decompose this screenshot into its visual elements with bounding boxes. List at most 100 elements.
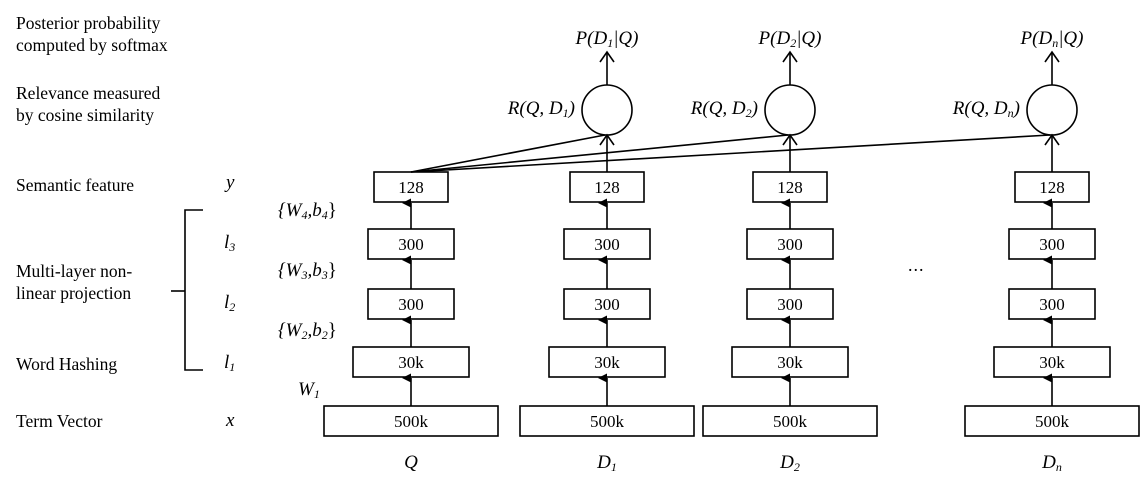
layer-box-300: 300 (746, 288, 834, 320)
layer-box-label: 300 (398, 235, 424, 254)
weight-w3-bsub: 3 (321, 268, 328, 282)
weight-w2-wsub: 2 (301, 328, 308, 342)
column-label-D2: D2 (760, 452, 820, 474)
layer-box-label: 128 (594, 178, 620, 197)
weight-w2-bsub: 2 (321, 328, 328, 342)
relevance-D1: R(Q, D1) (479, 98, 575, 120)
layer-box-128: 128 (1014, 171, 1090, 203)
posterior-pre: P(D (758, 28, 791, 49)
layer-box-rect (752, 171, 828, 203)
posterior-pre: P(D (575, 28, 608, 49)
symbol-l1: l1 (224, 352, 235, 374)
layer-box-label: 500k (590, 412, 625, 431)
column-label-sub: 1 (610, 460, 617, 474)
query-to-similarity-line (410, 134, 1051, 173)
column-label-base: D (780, 452, 794, 473)
layer-box-rect (1008, 228, 1096, 260)
posterior-Dn: P(Dn|Q) (1002, 28, 1102, 50)
relevance-pre: R(Q, D (690, 98, 746, 119)
layer-box-300: 300 (367, 228, 455, 260)
similarity-arrowhead (782, 133, 798, 146)
ellipsis: ... (908, 255, 925, 275)
layer-box-rect (519, 405, 695, 437)
posterior-post: |Q) (796, 28, 822, 49)
layer-box-label: 500k (1035, 412, 1070, 431)
relevance-pre: R(Q, D (507, 98, 563, 119)
weight-w2-b2: {W2,b2} (278, 320, 337, 342)
weight-w1-base: W (298, 379, 314, 400)
weight-w3-wsub: 3 (301, 268, 308, 282)
relevance-D2: R(Q, D2) (662, 98, 758, 120)
weight-w2-close: } (327, 320, 337, 341)
posterior-pre: P(D (1020, 28, 1053, 49)
word-hashing-label: Word Hashing (16, 354, 118, 374)
column-label-sub: n (1055, 460, 1062, 474)
relevance-post: ) (568, 98, 575, 119)
layer-box-rect (731, 346, 849, 378)
relevance-label-line2: by cosine similarity (16, 105, 155, 125)
relevance-sub: 2 (745, 106, 752, 120)
semantic-feature-label: Semantic feature (16, 175, 135, 195)
weight-w3-close: } (327, 260, 337, 281)
weight-w1: W1 (298, 379, 320, 401)
layer-box-label: 300 (1039, 235, 1065, 254)
cosine-similarity-node (764, 84, 816, 136)
layer-box-label: 128 (1039, 178, 1065, 197)
layer-box-128: 128 (569, 171, 645, 203)
column-label-sub: 2 (793, 460, 800, 474)
layer-box-label: 128 (777, 178, 803, 197)
layer-box-30k: 30k (731, 346, 849, 378)
layer-box-label: 500k (773, 412, 808, 431)
layer-box-30k: 30k (993, 346, 1111, 378)
layer-box-label: 300 (594, 295, 620, 314)
layer-box-rect (323, 405, 499, 437)
relevance-label: Relevance measured by cosine similarity (16, 82, 160, 126)
similarity-arrowhead (599, 133, 615, 146)
symbol-l3: l3 (224, 232, 235, 254)
layer-box-rect (702, 405, 878, 437)
layer-box-rect (1008, 288, 1096, 320)
weight-w3-mid: ,b (307, 260, 322, 281)
layer-box-rect (352, 346, 470, 378)
column-label-Q: Q (381, 452, 441, 474)
layer-box-rect (746, 228, 834, 260)
weight-w2-open: {W (278, 320, 302, 341)
layer-box-rect (367, 288, 455, 320)
relevance-label-line1: Relevance measured (16, 83, 161, 103)
layer-box-rect (373, 171, 449, 203)
similarity-arrowhead (1044, 133, 1060, 146)
column-D2: 128 300 300 30k 500k (410, 50, 878, 437)
weight-w1-sub: 1 (313, 387, 320, 401)
term-vector-label: Term Vector (16, 411, 103, 431)
layer-box-300: 300 (1008, 288, 1096, 320)
layer-box-label: 300 (398, 295, 424, 314)
softmax-arrowhead (1044, 50, 1060, 63)
symbol-l3-sub: 3 (229, 240, 236, 254)
layer-box-rect (548, 346, 666, 378)
weight-w4-close: } (327, 200, 337, 221)
softmax-arrowhead (599, 50, 615, 63)
relevance-sub: n (1007, 106, 1014, 120)
query-to-similarity-line (410, 134, 789, 173)
cosine-similarity-node (581, 84, 633, 136)
layer-box-30k: 30k (352, 346, 470, 378)
posterior-D1: P(D1|Q) (557, 28, 657, 50)
layer-box-30k: 30k (548, 346, 666, 378)
symbol-l1-sub: 1 (229, 360, 236, 374)
posterior-label-line2: computed by softmax (16, 35, 168, 55)
projection-label-line2: linear projection (16, 283, 132, 303)
weight-w4-wsub: 4 (301, 208, 308, 222)
layer-box-500k: 500k (519, 405, 695, 437)
layer-box-label: 30k (1039, 353, 1065, 372)
layer-box-300: 300 (1008, 228, 1096, 260)
layer-box-rect (993, 346, 1111, 378)
weight-w3-b3: {W3,b3} (278, 260, 337, 282)
relevance-sub: 1 (562, 106, 569, 120)
posterior-post: |Q) (613, 28, 639, 49)
layer-box-label: 300 (594, 235, 620, 254)
symbol-l3-base: l (224, 232, 230, 253)
posterior-post: |Q) (1058, 28, 1084, 49)
symbol-l2-sub: 2 (229, 300, 236, 314)
